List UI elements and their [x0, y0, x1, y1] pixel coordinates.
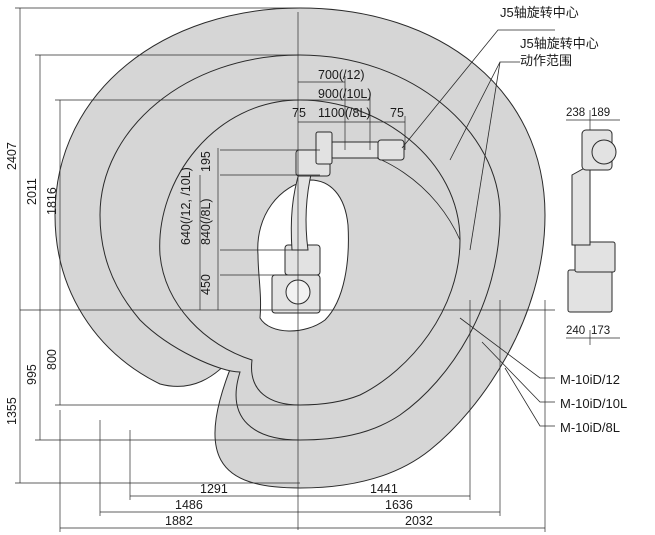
side-wrist [591, 139, 617, 165]
dim-75-right: 75 [390, 106, 404, 120]
dim-1636: 1636 [385, 498, 413, 512]
callout-j5-range-line1: J5轴旋转中心 [520, 36, 599, 51]
dim-2011: 2011 [25, 178, 39, 205]
dim-195: 195 [199, 151, 213, 172]
dim-75-left: 75 [292, 106, 306, 120]
model-label-12: M-10iD/12 [560, 372, 620, 387]
side-dim-238: 238 [566, 107, 585, 119]
model-label-10l: M-10iD/10L [560, 396, 627, 411]
dim-700: 700(/12) [318, 68, 365, 82]
robot-wrist [377, 139, 405, 161]
side-dimension-lines [566, 110, 620, 345]
callout-j5-range-line2: 动作范围 [520, 53, 572, 68]
model-label-8l: M-10iD/8L [560, 420, 620, 435]
side-j2-housing [574, 241, 616, 273]
dim-1291: 1291 [200, 482, 228, 496]
dim-1355: 1355 [5, 397, 19, 425]
dim-1816: 1816 [45, 187, 59, 215]
side-dim-240: 240 [566, 325, 585, 337]
dim-2032: 2032 [405, 514, 433, 528]
dim-2407: 2407 [5, 142, 19, 170]
dimension-lines [15, 7, 546, 532]
robot-j4-motor [315, 131, 333, 165]
dim-450: 450 [199, 274, 213, 295]
robot-front-view [271, 131, 405, 314]
callout-j5-center: J5轴旋转中心 [500, 5, 579, 20]
dim-640: 640(/12, /10L) [179, 167, 193, 245]
side-lower-arm [571, 164, 591, 246]
side-dim-173: 173 [591, 325, 610, 337]
side-base [567, 269, 613, 313]
dim-1882: 1882 [165, 514, 193, 528]
robot-upper-arm [329, 141, 381, 159]
dim-995: 995 [25, 364, 39, 385]
axis-lines [20, 12, 555, 530]
dim-1441: 1441 [370, 482, 398, 496]
dim-800: 800 [45, 349, 59, 370]
model-leaders [401, 29, 555, 427]
dim-1100: 1100(/8L) [318, 106, 371, 120]
dim-1486: 1486 [175, 498, 203, 512]
dim-840: 840(/8L) [199, 198, 213, 245]
dim-900: 900(/10L) [318, 87, 372, 101]
robot-side-view [567, 129, 617, 313]
side-dim-189: 189 [591, 107, 610, 119]
